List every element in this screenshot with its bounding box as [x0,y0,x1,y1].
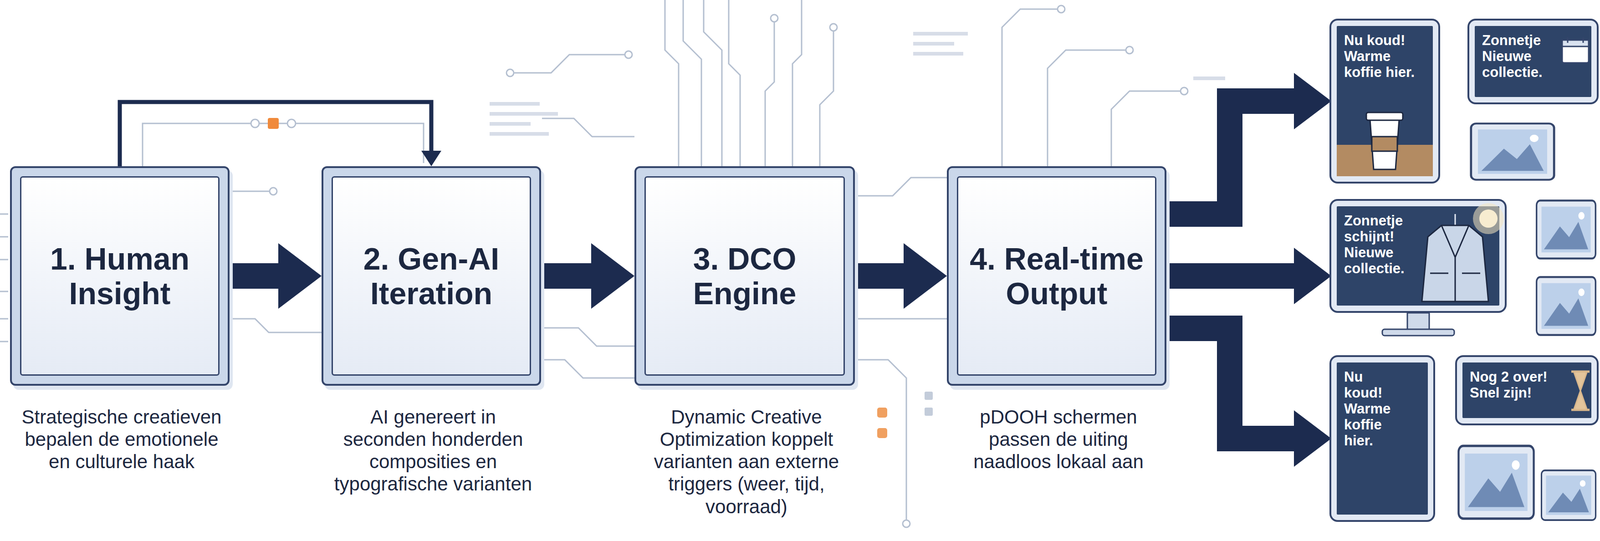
process-box: 1. Human InsightStrategische creatieven … [10,166,230,386]
box-caption: Strategische creatieven bepalen de emoti… [19,405,225,473]
connector-line [1166,101,1294,215]
screen-box: Nog 2 over! Snel zijn! [1456,357,1597,424]
hourglass-icon [1571,371,1590,410]
inner-panel: 4. Real-time Output [956,176,1157,376]
device-icon [1471,123,1554,180]
orange-marker [877,407,888,418]
connector-line [119,102,432,167]
box-caption: Dynamic Creative Optimization koppelt va… [644,405,849,518]
monitor-stand [1382,312,1455,336]
arrow-head [1293,72,1332,130]
flow-arrow [119,102,442,167]
box-caption: AI genereert in seconden honderden compo… [330,405,536,496]
box-heading: 3. DCO Engine [652,241,838,311]
device-icon [1536,276,1596,335]
inner-panel: 2. Gen-AI Iteration [331,176,532,376]
connector-line [854,263,904,289]
inner-panel: 3. DCO Engine [644,176,845,376]
device-icon [1541,470,1596,521]
inner-panel: 1. Human Insight [20,176,220,376]
flow-arrow [1166,247,1332,305]
screen-text: Zonnetje schijnt! Nieuwe collectie. [1344,212,1422,277]
connector-line [1166,328,1294,439]
connector-line [1166,263,1294,289]
arrow-head [591,243,635,309]
flow-arrow [1166,328,1332,467]
arrow-head [421,150,442,167]
circuit-dots [250,5,1188,528]
arrow-head [278,243,322,309]
process-box: 3. DCO EngineDynamic Creative Optimizati… [634,166,855,386]
orange-marker [267,117,279,129]
box-heading: 4. Real-time Output [964,241,1149,311]
arrow-head [1293,247,1332,305]
orange-marker [877,428,888,439]
coffee-cup-icon [1336,112,1433,177]
box-caption: pDOOH schermen passen de uiting naadloos… [955,405,1161,473]
jacket-icon [1421,203,1504,302]
screen-text: Nu koud! Warme koffie hier. [1344,368,1398,449]
device-icon [1458,445,1534,519]
grey-marker [924,391,933,400]
box-heading: 2. Gen-AI Iteration [339,241,524,311]
screen-text: Nog 2 over! Snel zijn! [1469,368,1568,401]
connector-line [229,263,279,289]
screen-box: Nu koud! Warme koffie hier. [1331,357,1434,521]
flow-arrow [541,243,635,309]
process-box: 2. Gen-AI IterationAI genereert in secon… [321,166,542,386]
screen-text: Zonnetje Nieuwe collectie. [1482,32,1558,81]
arrow-head [1293,410,1332,467]
process-box: 4. Real-time OutputpDOOH schermen passen… [946,166,1167,386]
connector-line [541,263,592,289]
text-placeholder-bars [489,31,1226,136]
grey-marker [924,407,933,416]
arrow-head [903,243,947,309]
flow-arrow [1166,72,1332,215]
calendar-icon [1562,37,1589,63]
box-heading: 1. Human Insight [27,241,212,311]
flow-arrow [854,243,947,309]
circuit-lines [0,0,1185,524]
screen-text: Nu koud! Warme koffie hier. [1344,32,1424,81]
device-icon [1536,200,1596,259]
flow-arrow [229,243,322,309]
